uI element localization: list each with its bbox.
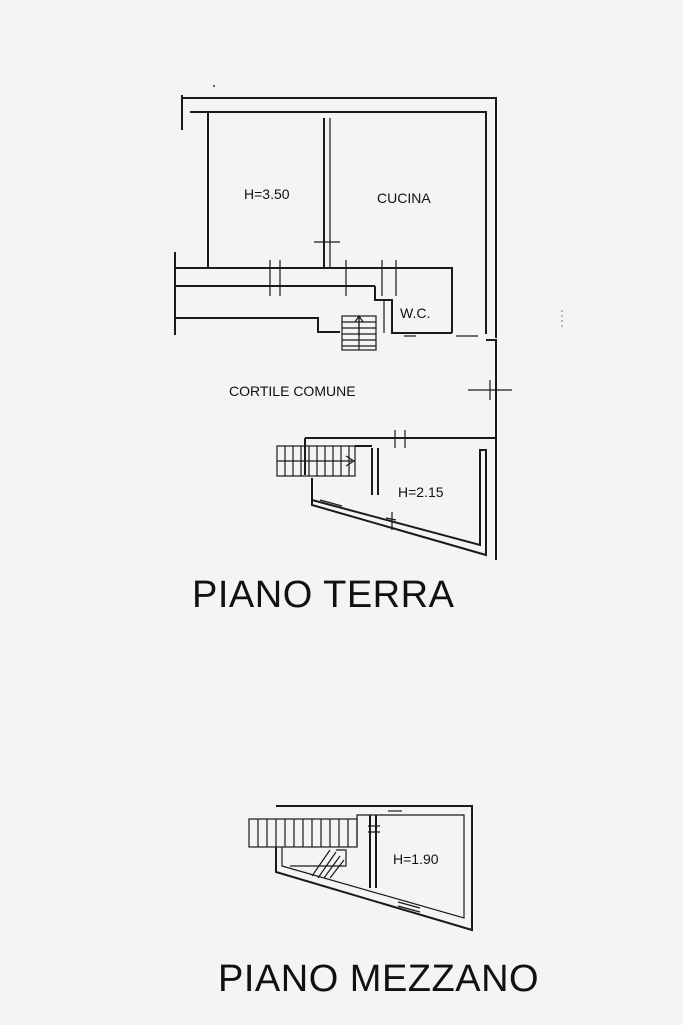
room-label-kitchen: CUCINA	[377, 190, 431, 206]
room-label-courtyard: CORTILE COMUNE	[229, 383, 356, 399]
room-label-h350: H=3.50	[244, 186, 290, 202]
ground-floor-title: PIANO TERRA	[192, 574, 455, 616]
mezzanine-floor-plan: H=1.90	[248, 805, 473, 932]
room-label-wc: W.C.	[400, 305, 430, 321]
room-label-h215: H=2.15	[398, 484, 444, 500]
mezzanine-floor-title: PIANO MEZZANO	[218, 958, 540, 1000]
ground-floor-plan: H=3.50 CUCINA W.C. CORTILE COMUNE H=2.15	[174, 95, 512, 560]
room-label-h190: H=1.90	[393, 851, 439, 867]
